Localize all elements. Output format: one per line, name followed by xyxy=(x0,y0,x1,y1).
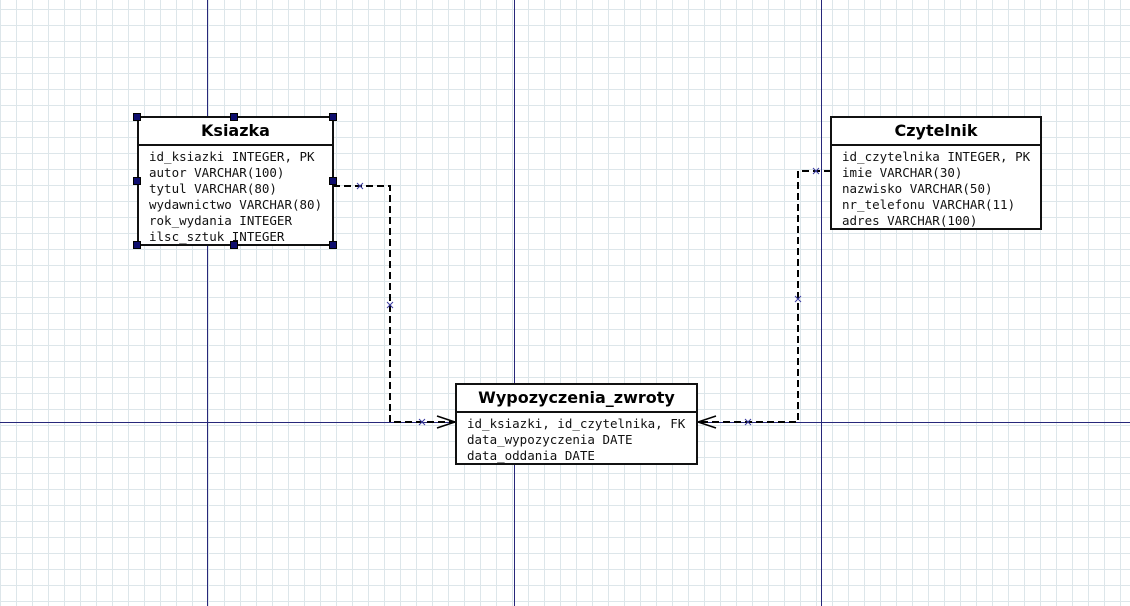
waypoint-marker-icon[interactable] xyxy=(744,418,752,426)
resize-handle-bottom-right[interactable] xyxy=(329,241,337,249)
vertical-guide-line xyxy=(514,0,515,606)
entity-field: data_oddania DATE xyxy=(467,448,595,463)
arrowhead-icon xyxy=(695,415,717,429)
entity-title: Ksiazka xyxy=(139,118,332,146)
entity-title: Czytelnik xyxy=(832,118,1040,146)
waypoint-marker-icon[interactable] xyxy=(356,182,364,190)
relation-czytelnik-wypozyczenia[interactable] xyxy=(698,170,831,423)
entity-field-list: id_ksiazki, id_czytelnika, FK data_wypoz… xyxy=(457,413,696,464)
vertical-guide-line xyxy=(821,0,822,606)
waypoint-marker-icon[interactable] xyxy=(386,301,394,309)
waypoint-marker-icon[interactable] xyxy=(794,295,802,303)
resize-handle-bottom[interactable] xyxy=(230,241,238,249)
resize-handle-top[interactable] xyxy=(230,113,238,121)
waypoint-marker-icon[interactable] xyxy=(418,418,426,426)
resize-handle-top-left[interactable] xyxy=(133,113,141,121)
entity-field: adres VARCHAR(100) xyxy=(842,213,978,228)
entity-field: rok_wydania INTEGER xyxy=(149,213,292,228)
relation-ksiazka-wypozyczenia[interactable] xyxy=(333,185,455,423)
entity-field: nr_telefonu VARCHAR(11) xyxy=(842,197,1016,212)
resize-handle-top-right[interactable] xyxy=(329,113,337,121)
resize-handle-right[interactable] xyxy=(329,177,337,185)
entity-wypozyczenia-zwroty[interactable]: Wypozyczenia_zwroty id_ksiazki, id_czyte… xyxy=(455,383,698,465)
resize-handle-bottom-left[interactable] xyxy=(133,241,141,249)
vertical-guide-line xyxy=(207,0,208,606)
entity-field-list: id_czytelnika INTEGER, PK imie VARCHAR(3… xyxy=(832,146,1040,229)
entity-ksiazka[interactable]: Ksiazka id_ksiazki INTEGER, PK autor VAR… xyxy=(137,116,334,246)
entity-field: tytul VARCHAR(80) xyxy=(149,181,277,196)
resize-handle-left[interactable] xyxy=(133,177,141,185)
entity-czytelnik[interactable]: Czytelnik id_czytelnika INTEGER, PK imie… xyxy=(830,116,1042,230)
entity-field: autor VARCHAR(100) xyxy=(149,165,285,180)
waypoint-marker-icon[interactable] xyxy=(812,167,820,175)
entity-field: id_ksiazki, id_czytelnika, FK xyxy=(467,416,686,431)
entity-field: data_wypozyczenia DATE xyxy=(467,432,633,447)
entity-field: id_ksiazki INTEGER, PK xyxy=(149,149,315,164)
entity-field: nazwisko VARCHAR(50) xyxy=(842,181,993,196)
entity-field: wydawnictwo VARCHAR(80) xyxy=(149,197,323,212)
entity-field: ilsc_sztuk INTEGER xyxy=(149,229,285,244)
entity-title: Wypozyczenia_zwroty xyxy=(457,385,696,413)
entity-field-list: id_ksiazki INTEGER, PK autor VARCHAR(100… xyxy=(139,146,332,245)
entity-field: id_czytelnika INTEGER, PK xyxy=(842,149,1031,164)
entity-field: imie VARCHAR(30) xyxy=(842,165,963,180)
